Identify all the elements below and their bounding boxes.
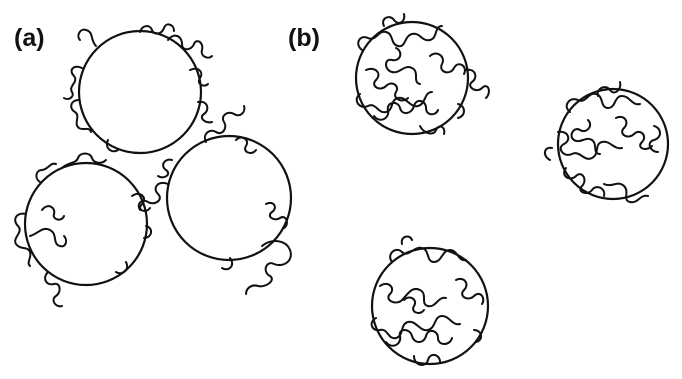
- surface-chain: [558, 132, 622, 159]
- surface-chain: [374, 101, 438, 120]
- surface-chain: [116, 262, 127, 273]
- panel-b-particle-top: [356, 14, 489, 134]
- surface-chain: [380, 284, 446, 306]
- panel-b: [356, 14, 668, 365]
- surface-chain: [466, 70, 489, 98]
- surface-chain: [616, 117, 652, 149]
- surface-chain: [386, 48, 420, 84]
- surface-chain: [45, 272, 62, 306]
- panel-a-particle-bottom-right: [139, 106, 291, 294]
- surface-chain: [42, 206, 64, 219]
- surface-chain: [158, 160, 172, 178]
- surface-chain: [402, 237, 412, 244]
- surface-chain: [358, 26, 442, 50]
- panel-b-particle-right: [545, 82, 668, 202]
- panel-a: [15, 24, 291, 306]
- surface-chain: [30, 229, 66, 246]
- surface-chain: [458, 104, 464, 118]
- panel-b-particle-bottom: [372, 237, 488, 365]
- surface-chain: [246, 241, 291, 294]
- surface-chain: [168, 36, 212, 58]
- surface-chain: [372, 316, 460, 338]
- surface-chain: [78, 30, 96, 46]
- surface-chain: [456, 279, 483, 304]
- panel-a-particle-bottom-left: [15, 154, 151, 307]
- surface-chain: [366, 69, 408, 101]
- surface-chain: [572, 120, 600, 154]
- surface-chain: [545, 148, 552, 160]
- surface-chain: [404, 298, 424, 313]
- surface-chain: [266, 203, 287, 228]
- particle-core: [79, 31, 201, 153]
- particle-core: [25, 163, 147, 285]
- surface-chain: [430, 54, 465, 74]
- panel-a-particle-top: [64, 24, 212, 153]
- surface-chain: [650, 126, 660, 152]
- surface-chain: [564, 168, 604, 196]
